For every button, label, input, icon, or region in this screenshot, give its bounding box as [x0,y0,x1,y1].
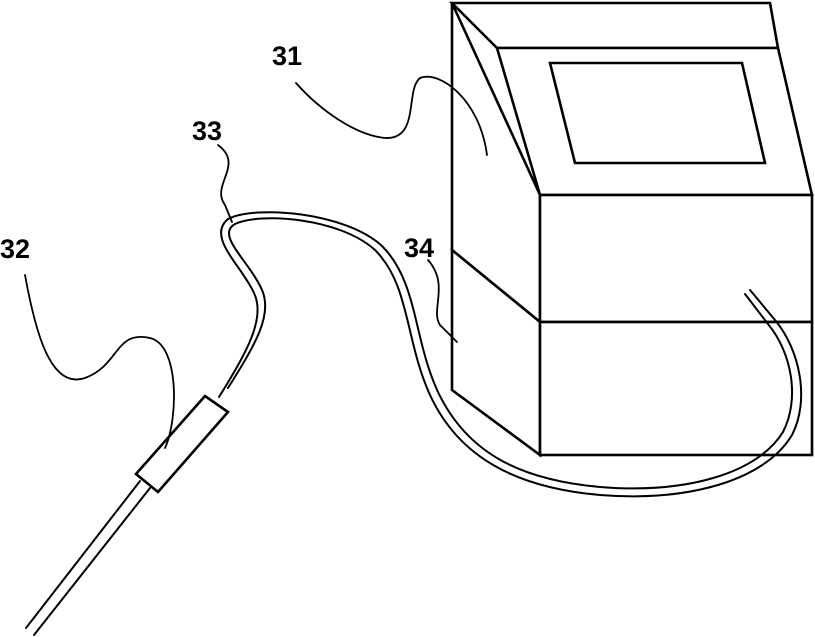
upper-front-face [540,195,812,322]
probe-handle [136,396,228,492]
label-32: 32 [0,234,30,264]
display-screen [550,63,765,163]
label-33: 33 [192,116,222,146]
base-front-face [540,322,812,455]
probe-shaft-right [34,488,150,635]
label-34: 34 [404,233,434,263]
probe [26,396,228,635]
upper-top-face [452,3,778,48]
device-housing [452,3,812,322]
leader-32 [25,275,174,448]
probe-shaft-left [26,481,140,628]
leader-33 [218,145,232,222]
label-31: 31 [272,41,302,71]
